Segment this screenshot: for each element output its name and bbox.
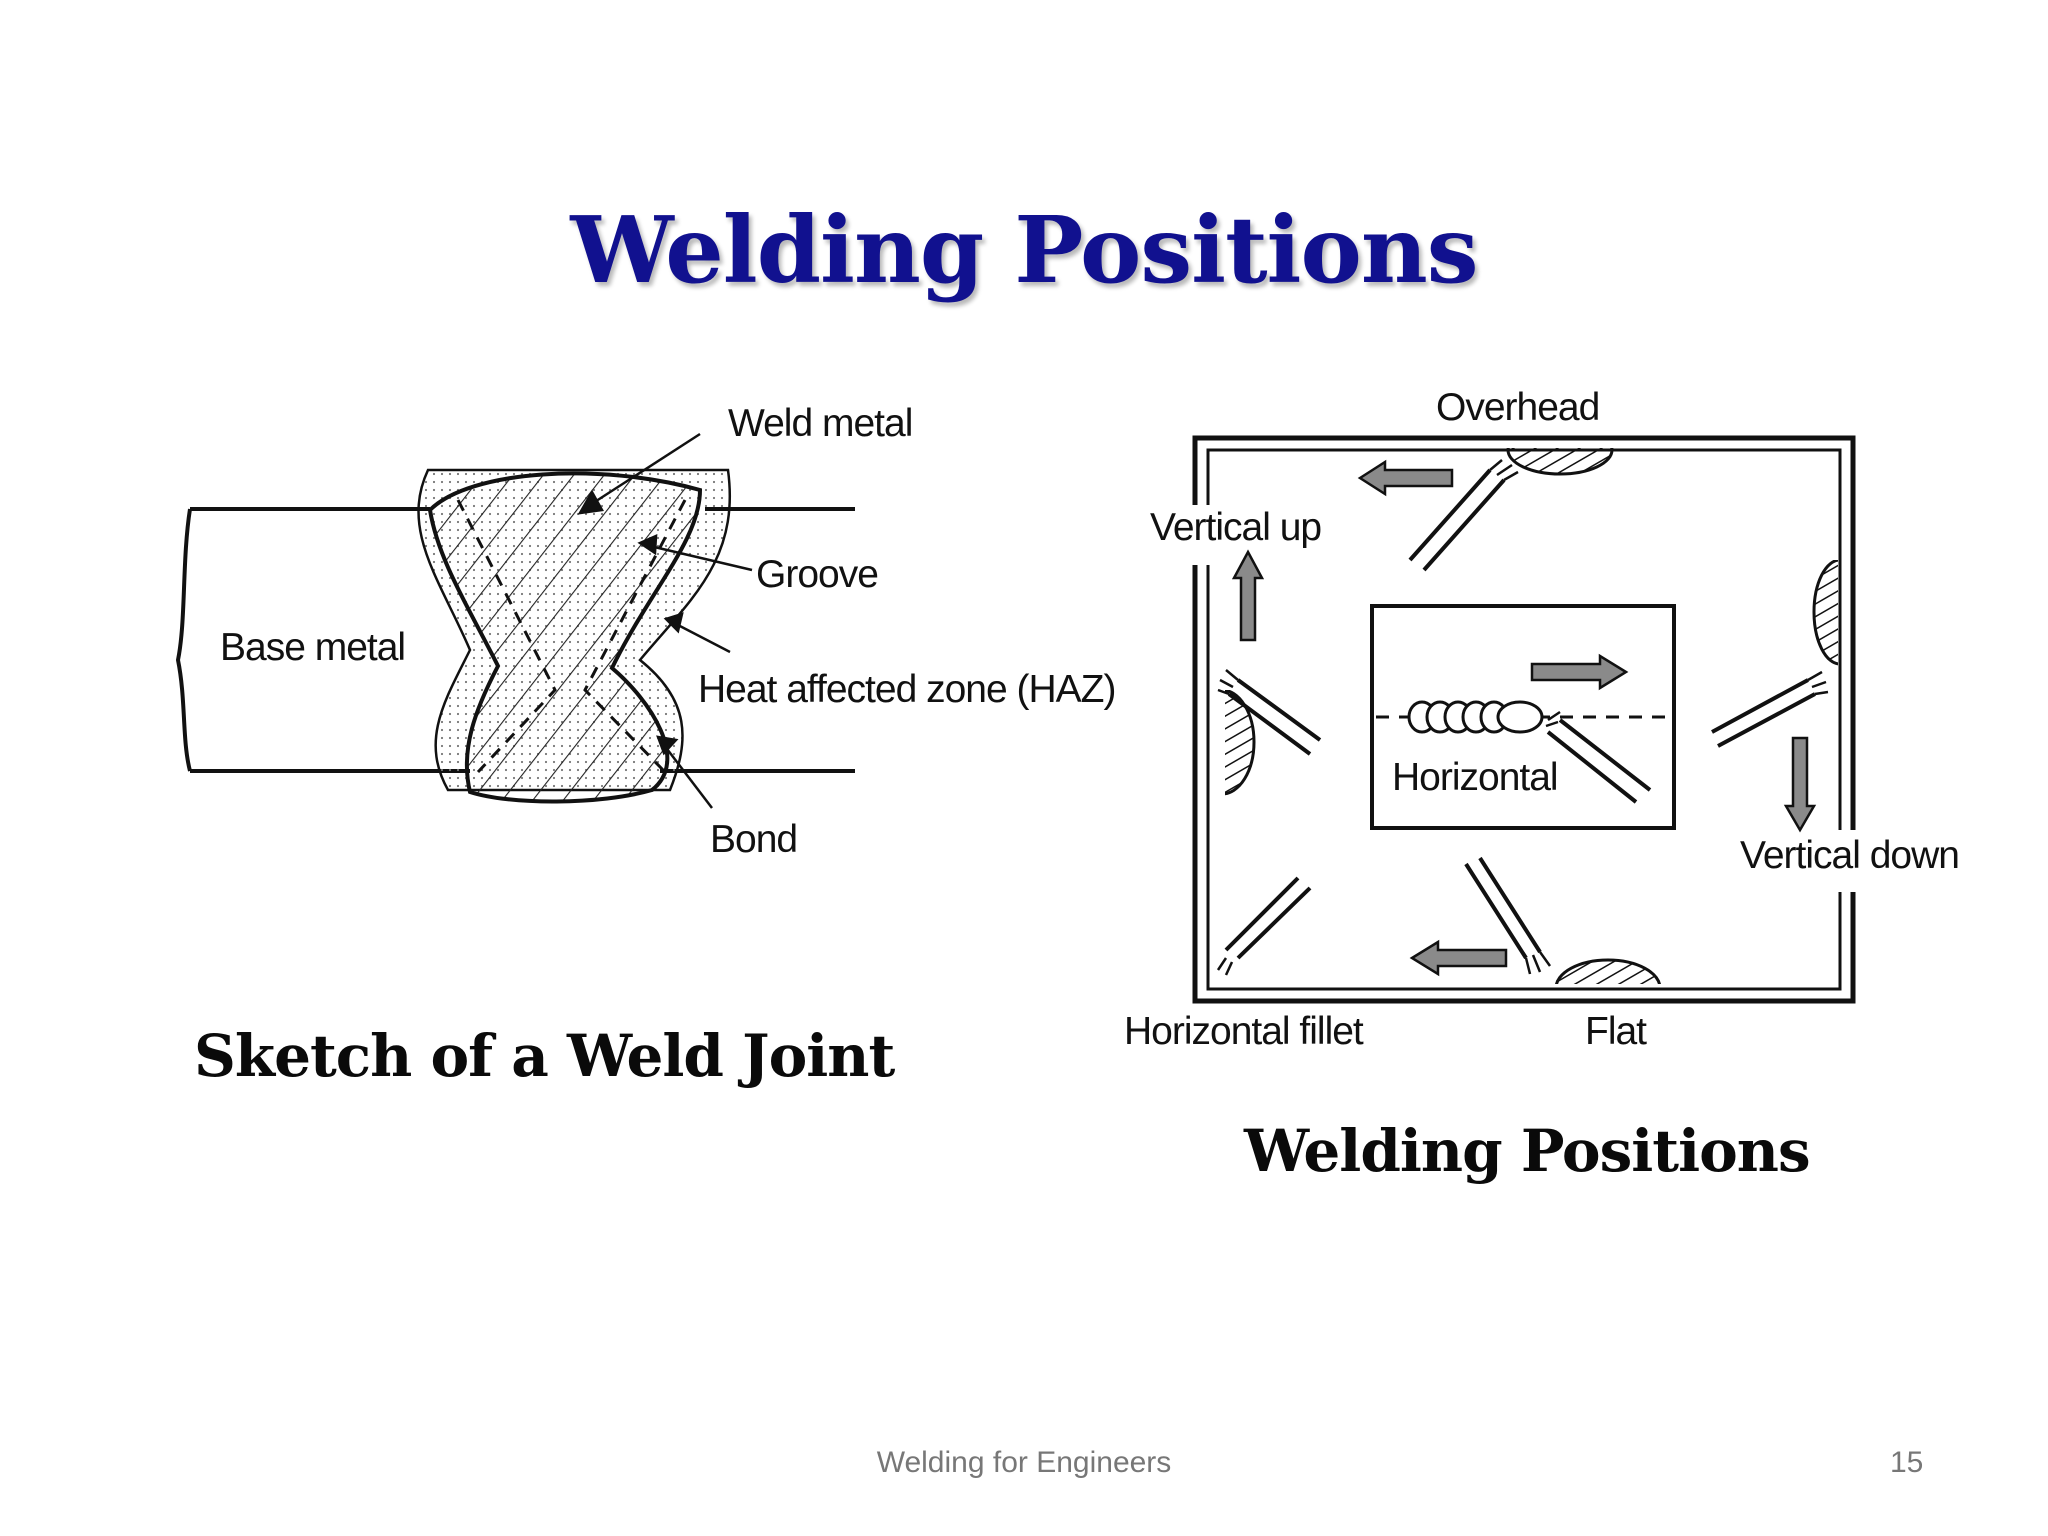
- horizontal-label: Horizontal: [1392, 756, 1558, 799]
- horizontal-bead: [1407, 700, 1544, 734]
- weld-metal-region: [427, 471, 703, 804]
- weld-beads: [1225, 448, 1838, 984]
- bond-label: Bond: [710, 818, 797, 861]
- horizontal-fillet-label: Horizontal fillet: [1124, 1010, 1364, 1053]
- weld-joint-leaders: [577, 432, 753, 809]
- weld-joint-diagram: Weld metal Groove Base metal Heat affect…: [175, 402, 1117, 861]
- weld-metal-label: Weld metal: [728, 402, 912, 445]
- footer-text: Welding for Engineers: [876, 1446, 1172, 1479]
- flat-arrow-left: [1409, 939, 1508, 977]
- vertical-up-arrow: [1231, 549, 1265, 642]
- weld-joint-caption: Sketch of a Weld Joint: [194, 1022, 895, 1090]
- welding-positions-diagram: Overhead Vertical up Horizontal Vertical…: [1124, 386, 1960, 1053]
- vertical-down-label: Vertical down: [1740, 834, 1959, 877]
- groove-outline: [456, 499, 687, 774]
- groove-label: Groove: [756, 553, 878, 596]
- base-metal-left-plate: [175, 507, 470, 773]
- welding-positions-caption: Welding Positions: [1244, 1117, 1811, 1185]
- vertical-down-arrow: [1783, 736, 1817, 833]
- flat-label: Flat: [1585, 1010, 1647, 1053]
- page-number: 15: [1890, 1446, 1924, 1479]
- slide-title: Welding Positions: [570, 196, 1478, 304]
- horizontal-arrow-right: [1530, 653, 1629, 691]
- overhead-label: Overhead: [1436, 386, 1599, 429]
- overhead-arrow-left: [1357, 459, 1454, 497]
- electrodes: [1216, 459, 1829, 976]
- haz-label: Heat affected zone (HAZ): [698, 668, 1116, 711]
- vertical-up-label: Vertical up: [1150, 506, 1321, 549]
- base-metal-label: Base metal: [220, 626, 405, 669]
- direction-arrows: [1231, 459, 1817, 977]
- outer-frame: [1192, 435, 1856, 1004]
